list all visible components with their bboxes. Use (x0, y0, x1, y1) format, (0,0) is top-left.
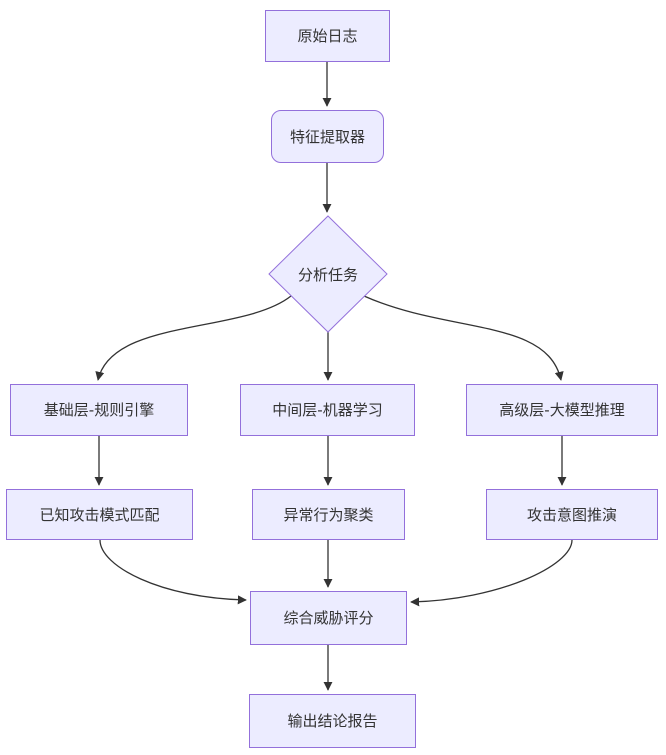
node-label: 输出结论报告 (287, 712, 378, 730)
node-middle-machine-learning: 中间层-机器学习 (240, 384, 415, 436)
node-known-attack-pattern-matching: 已知攻击模式匹配 (6, 489, 193, 540)
node-label: 已知攻击模式匹配 (39, 505, 160, 524)
node-label: 攻击意图推演 (526, 505, 617, 524)
node-label: 异常行为聚类 (283, 505, 374, 524)
node-label: 特征提取器 (289, 127, 365, 146)
node-raw-logs: 原始日志 (265, 10, 390, 62)
node-label: 基础层-规则引擎 (43, 401, 155, 419)
node-analysis-task-label: 分析任务 (269, 254, 387, 294)
edge-known-to-score (99, 539, 247, 605)
edge-task-to-advanced (363, 295, 564, 381)
node-advanced-llm-reasoning: 高级层-大模型推理 (466, 384, 658, 436)
node-output-report: 输出结论报告 (249, 694, 416, 748)
node-label: 高级层-大模型推理 (499, 401, 625, 419)
edge-task-to-base (95, 295, 292, 381)
edge-intent-to-score (410, 539, 573, 607)
node-feature-extractor: 特征提取器 (271, 110, 384, 163)
node-base-rule-engine: 基础层-规则引擎 (10, 384, 188, 436)
node-label: 中间层-机器学习 (272, 401, 383, 419)
node-anomaly-behavior-clustering: 异常行为聚类 (252, 489, 405, 540)
node-threat-score: 综合威胁评分 (250, 591, 407, 645)
node-attack-intent-deduction: 攻击意图推演 (486, 489, 658, 540)
node-label: 分析任务 (297, 265, 358, 284)
node-label: 综合威胁评分 (283, 609, 374, 627)
node-label: 原始日志 (297, 27, 358, 45)
